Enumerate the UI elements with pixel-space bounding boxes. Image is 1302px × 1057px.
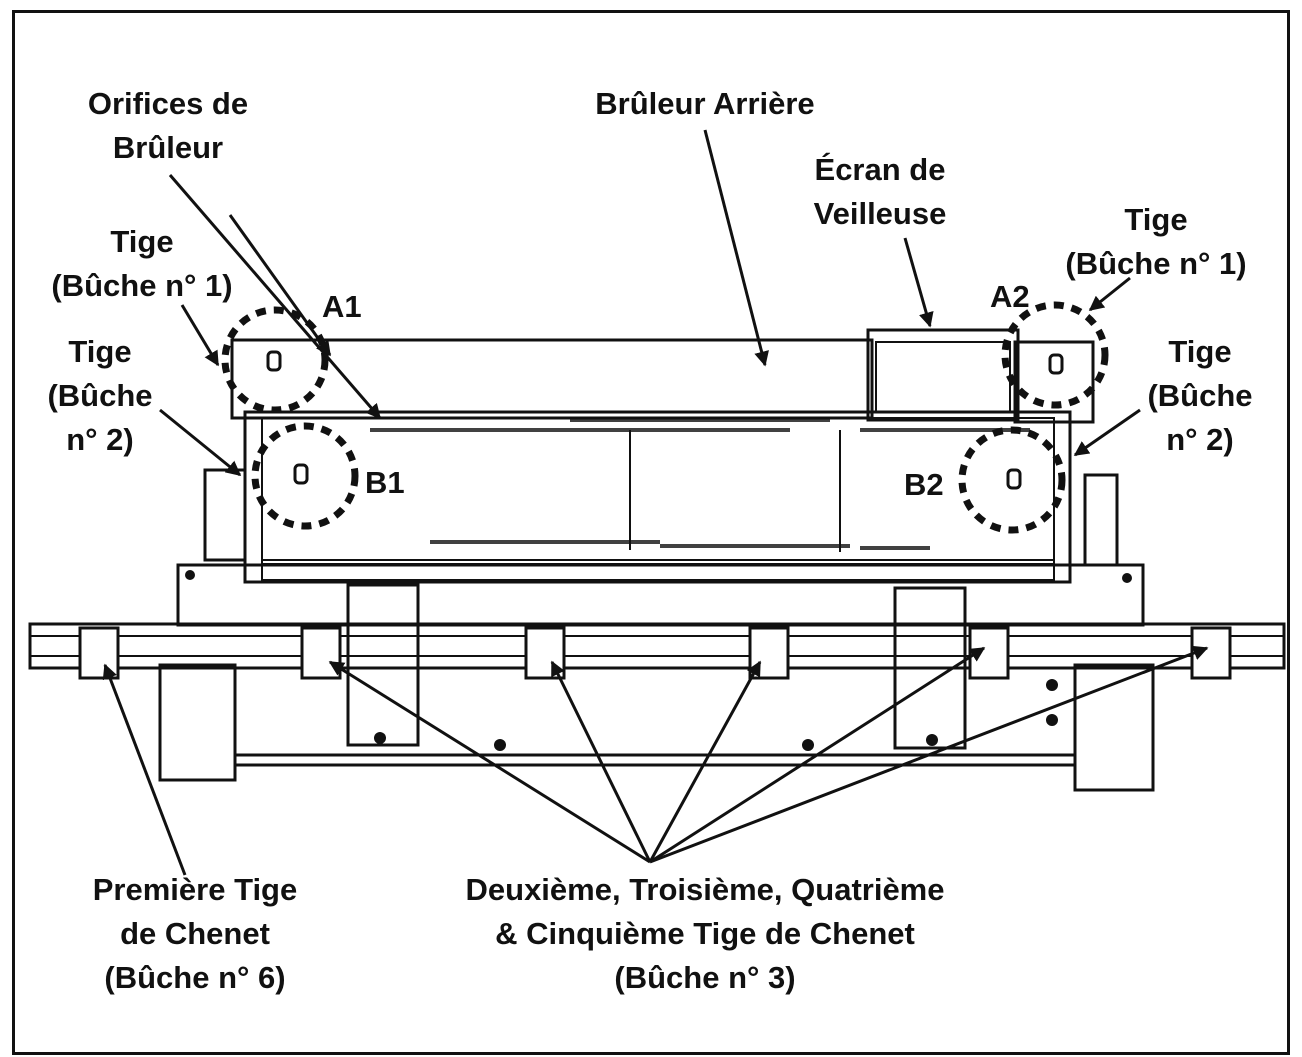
leader-tige-right-2 [1073, 408, 1141, 457]
leader-deuxieme-3 [648, 660, 762, 863]
leader-bruleur-arriere [703, 129, 769, 367]
grate-pin-4 [748, 626, 790, 680]
grate-pin-3 [524, 626, 566, 680]
marker-b2: B2 [904, 467, 944, 502]
marker-a2: A2 [990, 279, 1030, 314]
label-deuxieme: Deuxième, Troisième, Quatrième& Cinquièm… [465, 872, 945, 995]
circle-a2 [1001, 301, 1109, 409]
label-tige-right-1: Tige(Bûche n° 1) [1065, 202, 1247, 281]
leader-ecran [903, 237, 934, 328]
marker-b1: B1 [365, 465, 405, 500]
circle-b1 [251, 422, 359, 530]
circle-a1 [221, 306, 329, 414]
grate-pin-1 [78, 626, 120, 680]
label-tige-left-1: Tige(Bûche n° 1) [51, 224, 233, 303]
leader-deuxieme-4 [649, 646, 986, 864]
pilot-screen [866, 328, 1020, 422]
leader-tige-right-1 [1088, 276, 1131, 312]
leader-orifices [168, 174, 382, 420]
circle-b2 [958, 426, 1066, 534]
leader-deuxieme-1 [328, 660, 651, 864]
leader-tige-left-2 [159, 408, 242, 477]
leader-deuxieme-5 [649, 645, 1209, 864]
leader-tige-left-1 [180, 304, 220, 367]
leader-orifices-2 [228, 214, 332, 357]
label-bruleur-arriere: Brûleur Arrière [595, 86, 815, 121]
grate-rail [28, 622, 1286, 670]
leader-premiere [102, 663, 187, 876]
grate-pin-2 [300, 626, 342, 680]
marker-a1: A1 [322, 289, 362, 324]
diagram-frame [12, 10, 1290, 1055]
leader-deuxieme-2 [550, 660, 652, 863]
